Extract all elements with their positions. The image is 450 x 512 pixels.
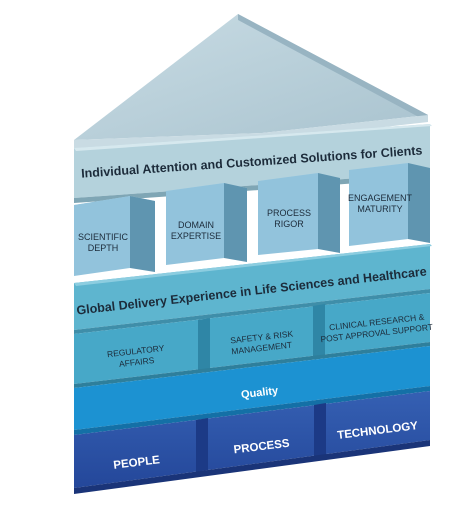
quality-label: Quality [240,385,279,401]
base-people-label: PEOPLE [113,454,161,472]
quality-band: Quality [74,346,430,435]
pillar-domain-expertise-line2: EXPERTISE [171,231,221,241]
pillar-scientific-depth: SCIENTIFIC DEPTH [74,196,155,276]
middle-band: Global Delivery Experience in Life Scien… [74,244,432,334]
roof [74,14,428,148]
middle-block-regulatory-line2: AFFAIRS [118,355,155,369]
pillar-process-rigor-line2: RIGOR [274,219,304,229]
base-row: PEOPLE PROCESS TECHNOLOGY [74,391,430,494]
pillar-process-rigor: PROCESS RIGOR [258,173,340,255]
pillar-scientific-depth-line2: DEPTH [88,243,119,253]
pillar-scientific-depth-line1: SCIENTIFIC [78,232,129,242]
pillar-engagement-maturity: ENGAGEMENT MATURITY [348,163,430,246]
middle-block-row: REGULATORY AFFAIRS SAFETY & RISK MANAGEM… [74,293,433,388]
pillar-engagement-maturity-line2: MATURITY [357,204,402,214]
pillar-domain-expertise: DOMAIN EXPERTISE [166,183,247,265]
pillar-engagement-maturity-line1: ENGAGEMENT [348,193,413,203]
pillar-domain-expertise-line1: DOMAIN [178,220,214,230]
pillar-process-rigor-line1: PROCESS [267,208,311,218]
